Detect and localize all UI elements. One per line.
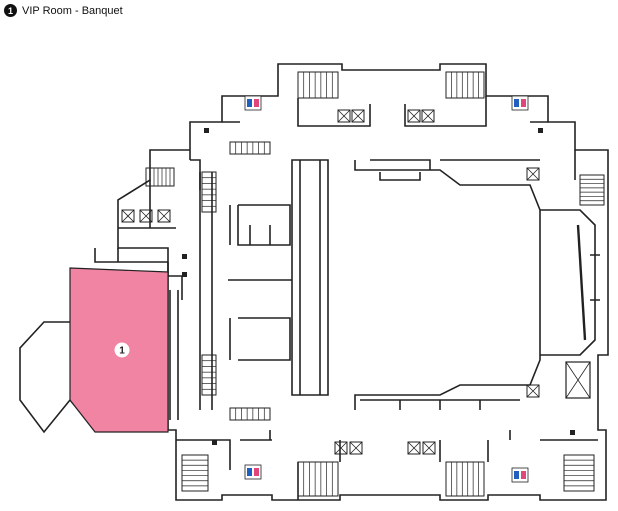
elevator-icon: [526, 167, 540, 181]
stairs-icon: [181, 454, 209, 492]
column-marker: [570, 430, 575, 435]
stairs-icon: [445, 461, 485, 497]
legend: 1 VIP Room - Banquet: [4, 4, 123, 17]
legend-number-badge: 1: [4, 4, 17, 17]
restroom-icon: [244, 464, 262, 480]
stairs-icon: [297, 461, 339, 497]
elevator-icon: [421, 109, 435, 123]
building-outline: [117, 63, 609, 501]
elevator-icon: [157, 209, 171, 223]
column-marker: [204, 128, 209, 133]
elevator-icon: [139, 209, 153, 223]
stairs-icon: [201, 354, 217, 396]
restroom-icon: [511, 95, 529, 111]
elevator-icon: [349, 441, 363, 455]
stairs-icon: [201, 171, 217, 213]
elevator-icon: [351, 109, 365, 123]
elevator-icon: [526, 384, 540, 398]
elevator-icon: [407, 109, 421, 123]
column-marker: [182, 272, 187, 277]
stairs-icon: [445, 71, 485, 99]
restroom-icon: [511, 467, 529, 483]
stairs-icon: [579, 174, 605, 206]
escalator-icon: [565, 361, 591, 399]
stairs-icon: [563, 454, 595, 492]
column-marker: [538, 128, 543, 133]
stairs-icon: [229, 407, 271, 421]
stairs-icon: [145, 167, 175, 187]
column-marker: [182, 254, 187, 259]
stage-outline: [540, 209, 596, 356]
elevator-icon: [422, 441, 436, 455]
room-1-number: 1: [119, 346, 125, 357]
stairs-icon: [297, 71, 339, 99]
elevator-icon: [337, 109, 351, 123]
room-1-badge: 1: [114, 342, 130, 358]
elevator-icon: [334, 441, 348, 455]
legend-label: VIP Room - Banquet: [22, 4, 123, 17]
column-marker: [212, 440, 217, 445]
escalator-icon: [565, 361, 591, 399]
main-hall-outline: [354, 160, 541, 410]
elevator-icon: [121, 209, 135, 223]
stairs-icon: [229, 141, 271, 155]
restroom-icon: [244, 95, 262, 111]
elevator-icon: [407, 441, 421, 455]
